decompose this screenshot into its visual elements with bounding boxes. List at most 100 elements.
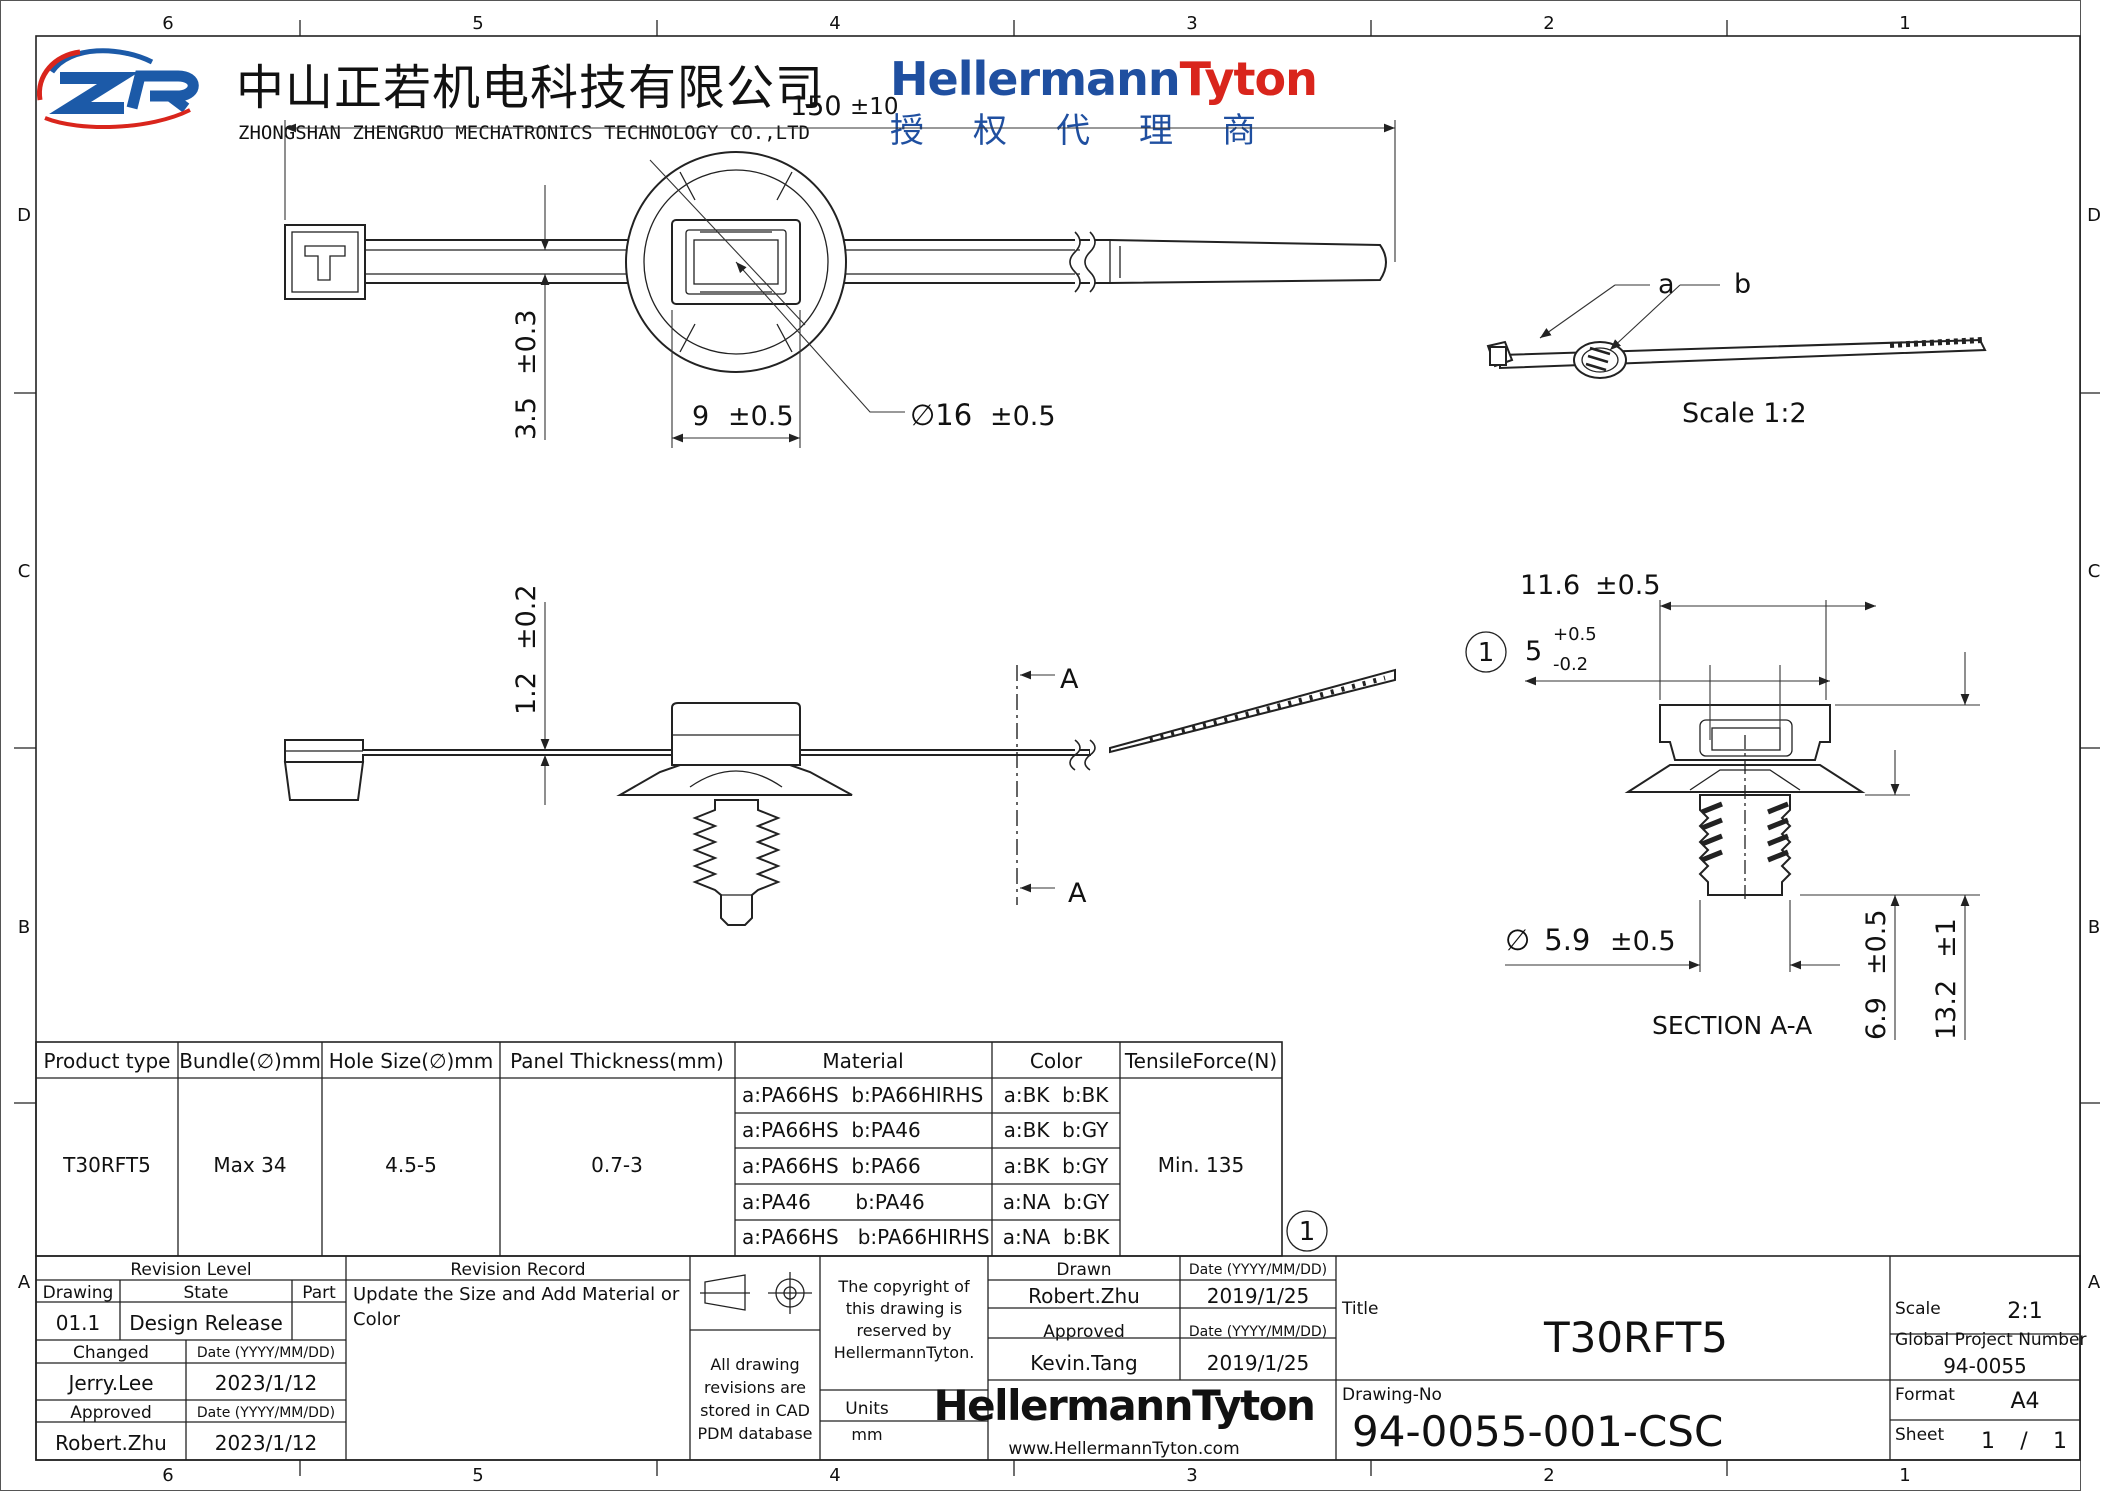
tb-pdm: All drawing — [710, 1355, 799, 1374]
dim-length: 150 — [790, 91, 842, 122]
dim-depth-tol-minus: -0.2 — [1553, 654, 1588, 675]
tb-pdm: stored in CAD — [700, 1401, 810, 1420]
tb-brand-logo: HellermannTyton — [934, 1381, 1315, 1430]
agent-char: 理 — [1139, 111, 1173, 151]
tb-drawn-date-label: Date (YYYY/MM/DD) — [1189, 1262, 1327, 1278]
dim-width: 9 — [692, 401, 709, 432]
spec-header-bundle: Bundle(∅)mm — [179, 1049, 321, 1073]
spec-bundle: Max 34 — [213, 1153, 286, 1177]
row-label-left: C — [18, 561, 31, 582]
tb-approved-date: 2023/1/12 — [215, 1431, 318, 1455]
dim-stem: ∅5.9 — [1505, 923, 1590, 957]
section-view: 11.6 ±0.5 1 5 +0.5 -0.2 ∅5.9 ±0.5 6.9±0.… — [1465, 570, 1980, 1040]
tb-part: Part — [302, 1283, 336, 1303]
iso-view: a b Scale 1:2 — [1486, 269, 1987, 429]
dim-depth-tol-plus: +0.5 — [1553, 624, 1597, 645]
dim-dia: ∅16 — [910, 398, 972, 432]
dim-strap: 3.5±0.3 — [511, 309, 542, 440]
company-cn-name: 中山正若机电科技有限公司 — [236, 60, 824, 116]
side-view: A A 1.2±0.2 — [283, 584, 1396, 926]
col-label-bottom: 4 — [829, 1465, 840, 1486]
zr-logo-icon — [36, 48, 199, 129]
tb-sheet-label: Sheet — [1895, 1425, 1944, 1445]
projection-symbol-icon — [700, 1272, 812, 1314]
top-view-dimensions: 150 ±10 9 ±0.5 ∅16 ±0.5 3.5±0.3 — [284, 91, 1396, 448]
tb-copyright: The copyright of — [837, 1277, 970, 1296]
tb-approved2: Approved — [1043, 1322, 1125, 1342]
tb-changed-date: 2023/1/12 — [215, 1371, 318, 1395]
col-label-bottom: 2 — [1543, 1465, 1554, 1486]
hellermanntyton-header-logo: HellermannTyton — [890, 52, 1317, 106]
row-label-left: B — [18, 917, 30, 938]
tb-format-val: A4 — [2010, 1389, 2039, 1414]
tb-approved2-date-label: Date (YYYY/MM/DD) — [1189, 1324, 1327, 1340]
tb-website: www.HellermannTyton.com — [1008, 1439, 1239, 1459]
tb-copyright: this drawing is — [846, 1299, 963, 1318]
spec-material: a:PA66HS b:PA66 — [742, 1154, 921, 1178]
dim-head-tol: ±0.5 — [1595, 570, 1661, 601]
tb-drawing-no: 94-0055-001-CSC — [1352, 1407, 1723, 1456]
tb-units: Units — [845, 1399, 889, 1419]
row-label-right: B — [2088, 917, 2100, 938]
col-label-top: 1 — [1899, 13, 1910, 34]
tb-units-val: mm — [851, 1425, 882, 1444]
tb-approved-by: Robert.Zhu — [55, 1431, 167, 1455]
tb-pdm: PDM database — [697, 1424, 812, 1443]
tb-gpn-val: 94-0055 — [1943, 1354, 2027, 1378]
title-block: Revision Level Drawing State Part 01.1 D… — [35, 1255, 2087, 1461]
tb-changed-date-label: Date (YYYY/MM/DD) — [197, 1345, 335, 1361]
iso-label-b: b — [1734, 269, 1751, 300]
tb-gpn-label: Global Project Number — [1895, 1330, 2087, 1350]
spec-hole: 4.5-5 — [385, 1153, 437, 1177]
dim-stem-tol: ±0.5 — [1610, 926, 1676, 957]
tb-pdm: revisions are — [704, 1378, 806, 1397]
spec-header-product: Product type — [44, 1049, 171, 1073]
tb-drawing-val: 01.1 — [56, 1311, 101, 1335]
agent-char: 权 — [973, 111, 1007, 151]
agent-char: 代 — [1056, 111, 1090, 151]
tb-title-label: Title — [1341, 1299, 1378, 1319]
row-label-right: A — [2088, 1272, 2101, 1293]
spec-color: a:BK b:GY — [1004, 1118, 1109, 1142]
spec-color: a:NA b:GY — [1003, 1190, 1110, 1214]
tb-scale-val: 2:1 — [2007, 1299, 2042, 1324]
tb-copyright: HellermannTyton. — [834, 1343, 975, 1362]
row-label-left: A — [18, 1272, 31, 1293]
spec-material: a:PA66HS b:PA66HIRHS — [742, 1083, 983, 1107]
spec-material: a:PA66HS b:PA66HIRHS — [742, 1225, 990, 1249]
row-label-right: D — [2087, 205, 2101, 226]
tb-drawn: Drawn — [1056, 1260, 1111, 1280]
tb-approved2-by: Kevin.Tang — [1030, 1351, 1137, 1375]
spec-product: T30RFT5 — [62, 1153, 151, 1177]
spec-header-tensile: TensileForce(N) — [1124, 1049, 1277, 1073]
tb-sheet-val1: 1 — [1981, 1429, 1995, 1454]
tb-approved: Approved — [70, 1403, 152, 1423]
col-label-top: 3 — [1186, 13, 1197, 34]
iso-scale: Scale 1:2 — [1682, 398, 1807, 429]
row-label-right: C — [2088, 561, 2101, 582]
tb-copyright: reserved by — [856, 1321, 951, 1340]
tb-drawn-date: 2019/1/25 — [1207, 1284, 1310, 1308]
tb-changed: Changed — [73, 1343, 149, 1363]
tb-drawing: Drawing — [43, 1283, 114, 1303]
tb-drawn-by: Robert.Zhu — [1028, 1284, 1140, 1308]
dim-thickness: 1.2±0.2 — [511, 584, 542, 715]
company-en-name: ZHONGSHAN ZHENGRUO MECHATRONICS TECHNOLO… — [238, 122, 810, 144]
col-label-top: 5 — [472, 13, 483, 34]
spec-color: a:NA b:BK — [1003, 1225, 1111, 1249]
spec-header-panel: Panel Thickness(mm) — [510, 1049, 724, 1073]
rev-marker-table: 1 — [1299, 1217, 1316, 1247]
iso-label-a: a — [1658, 269, 1675, 300]
spec-header-hole: Hole Size(∅)mm — [329, 1049, 494, 1073]
dim-width-tol: ±0.5 — [728, 401, 794, 432]
tb-sheet-sep: / — [2020, 1429, 2028, 1454]
rev-marker-section: 1 — [1478, 638, 1495, 668]
col-label-bottom: 1 — [1899, 1465, 1910, 1486]
tb-approved-date-label: Date (YYYY/MM/DD) — [197, 1405, 335, 1421]
spec-color: a:BK b:GY — [1004, 1154, 1109, 1178]
agent-char: 商 — [1222, 111, 1256, 151]
section-mark-bottom: A — [1068, 878, 1087, 909]
tb-approved2-date: 2019/1/25 — [1207, 1351, 1310, 1375]
tb-scale-label: Scale — [1895, 1299, 1941, 1319]
